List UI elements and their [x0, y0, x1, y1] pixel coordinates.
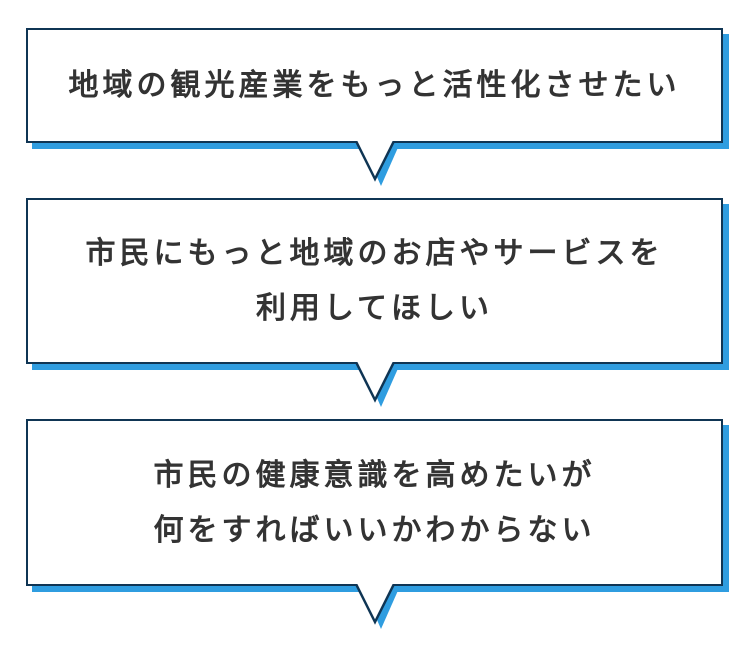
speech-bubble-tourism: 地域の観光産業をもっと活性化させたい	[26, 28, 729, 186]
tail-outline-shape	[354, 583, 395, 625]
tail-fill-shape	[355, 583, 394, 622]
bubble-text-line: 何をすればいいかわからない	[153, 513, 596, 547]
tail-fill-shape	[355, 361, 394, 400]
speech-tail-down-icon	[354, 361, 400, 407]
speech-tail-down-icon	[354, 140, 400, 186]
bubble-text-line: 市民にもっと地域のお店やサービスを	[85, 237, 664, 270]
bubble-text-line: 利用してほしい	[255, 292, 494, 325]
tail-outline-shape	[354, 361, 395, 403]
tail-fill-shape	[355, 140, 394, 179]
speech-tail-down-icon	[354, 583, 400, 629]
bubble-text-line: 市民の健康意識を高めたいが	[153, 458, 596, 492]
speech-bubble-local-shops: 市民にもっと地域のお店やサービスを 利用してほしい	[26, 198, 729, 407]
tail-outline-shape	[354, 140, 395, 182]
bubble-box: 市民の健康意識を高めたいが 何をすればいいかわからない	[26, 419, 723, 586]
speech-bubble-health: 市民の健康意識を高めたいが 何をすればいいかわからない	[26, 419, 729, 629]
bubble-box: 地域の観光産業をもっと活性化させたい	[26, 28, 723, 143]
bubble-box: 市民にもっと地域のお店やサービスを 利用してほしい	[26, 198, 723, 364]
bubble-text-line: 地域の観光産業をもっと活性化させたい	[68, 69, 681, 102]
